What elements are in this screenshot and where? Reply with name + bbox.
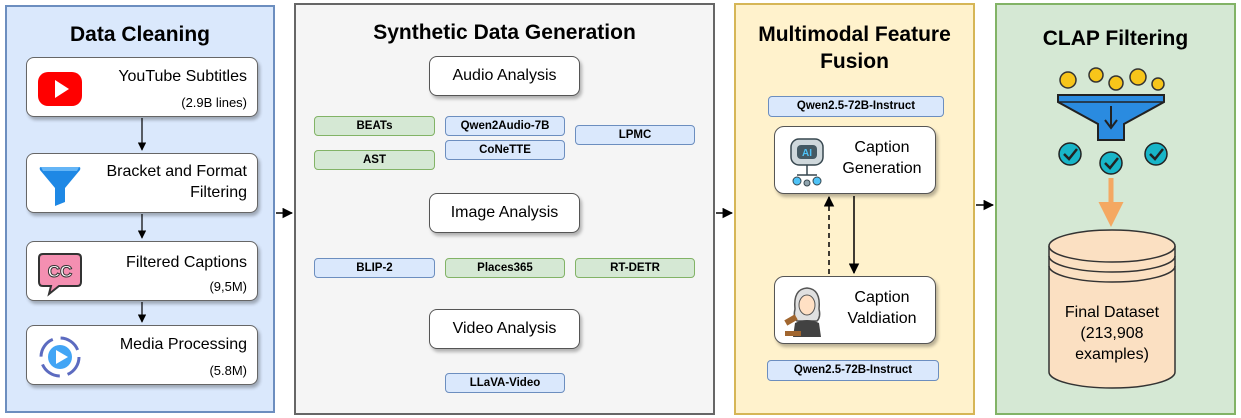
youtube-subtitles-label: YouTube Subtitles [118,68,247,85]
audio-analysis-header: Audio Analysis [429,56,580,96]
image-analysis-header: Image Analysis [429,193,580,233]
model-tag: Places365 [445,258,565,278]
video-analysis-header: Video Analysis [429,309,580,349]
final-dataset-text-layer: Final Dataset (213,908 examples) [1047,302,1177,365]
database-icon [1048,229,1176,389]
data-cleaning-title: Data Cleaning [69,23,211,46]
final-dataset-unit: examples) [1075,346,1149,363]
model-tag: Qwen2Audio-7B [445,116,565,136]
caption-validation-card: Caption Valdiation [774,276,936,344]
youtube-icon [38,72,82,106]
youtube-subtitles-count: (2.9B lines) [181,95,247,110]
filter-icon [39,167,81,206]
model-tag: Qwen2.5-72B-Instruct [768,96,944,117]
coins-icon [1059,67,1165,91]
media-icon [39,336,81,378]
media-processing-count: (5.8M) [209,363,247,378]
bracket-filtering-label: Bracket and Format Filtering [106,163,248,201]
filtered-captions-label: Filtered Captions [126,254,247,271]
check-icon [1144,142,1168,166]
final-dataset-count: (213,908 [1080,325,1144,342]
model-tag: LLaVA-Video [445,373,565,393]
model-tag: CoNeTTE [445,140,565,160]
youtube-subtitles-card: YouTube Subtitles (2.9B lines) [26,57,258,117]
model-tag: LPMC [575,125,695,145]
synthetic-generation-title: Synthetic Data Generation [373,21,636,44]
model-tag: BLIP-2 [314,258,435,278]
final-dataset-title: Final Dataset [1064,304,1160,321]
bracket-filtering-card: Bracket and Format Filtering [26,153,258,213]
model-tag: AST [314,150,435,170]
caption-validation-label: Caption Valdiation [847,289,917,327]
clap-filtering-title: CLAP Filtering [1042,27,1189,50]
model-tag: Qwen2.5-72B-Instruct [767,360,939,381]
filtered-captions-count: (9,5M) [209,279,247,294]
check-icon [1099,151,1123,175]
media-processing-card: Media Processing (5.8M) [26,325,258,385]
check-icon [1058,142,1082,166]
caption-generation-card: AI Caption Generation [774,126,936,194]
svg-text:CC: CC [48,262,73,281]
robot-icon: AI [790,138,824,187]
judge-icon [784,287,821,337]
funnel-icon [1057,94,1165,141]
feature-fusion-title: Multimodal Feature Fusion [758,23,951,73]
media-processing-label: Media Processing [119,336,247,353]
filtered-captions-card: CC Filtered Captions (9,5M) [26,241,258,301]
model-tag: RT-DETR [575,258,695,278]
cc-icon: CC [38,253,82,297]
caption-generation-label: Caption Generation [842,139,922,177]
model-tag: BEATs [314,116,435,136]
svg-text:AI: AI [802,148,812,159]
